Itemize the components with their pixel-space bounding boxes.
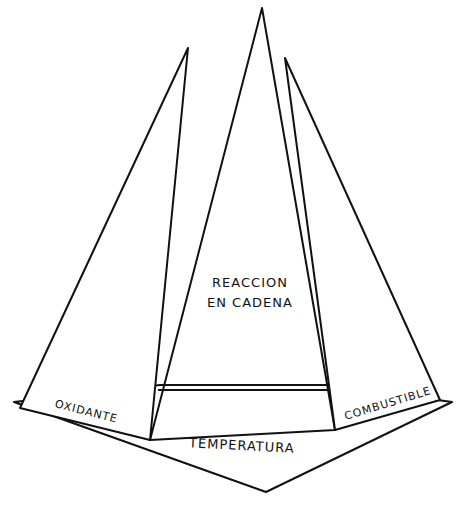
face-text: REACCION EN CADENA: [204, 273, 296, 312]
face-label: REACCION EN CADENA: [204, 273, 296, 312]
right-face: [285, 58, 440, 430]
base-line: [160, 384, 330, 386]
base-line: [158, 389, 332, 391]
left-face: [20, 48, 188, 440]
